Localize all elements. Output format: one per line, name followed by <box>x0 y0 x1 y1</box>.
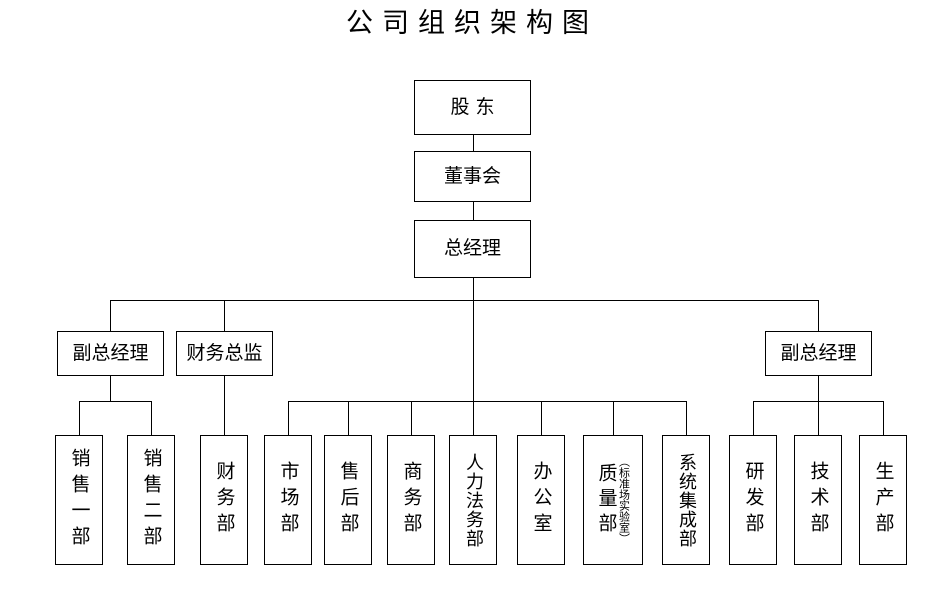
node-sales-dept-2[interactable]: 销售二部 <box>127 435 175 565</box>
node-hr-legal-dept-label: 人力法务部 <box>463 452 484 548</box>
connector-vgm-left-trunk <box>110 376 111 402</box>
node-hr-legal-dept[interactable]: 人力法务部 <box>449 435 497 565</box>
bus-executive-level <box>110 300 819 301</box>
connector-bus-to-vgm-left <box>110 300 111 331</box>
node-deputy-gm-right[interactable]: 副总经理 <box>765 331 872 376</box>
connector-bus-to-business <box>411 401 412 435</box>
node-technology-dept[interactable]: 技术部 <box>794 435 842 565</box>
node-rnd-dept-label: 研发部 <box>742 461 765 539</box>
connector-bus-to-production <box>883 401 884 435</box>
connector-cfo-to-finance <box>224 376 225 435</box>
node-quality-dept-label: 质量部 <box>595 462 618 538</box>
bus-central-departments <box>288 401 686 402</box>
bus-sales-departments <box>79 401 151 402</box>
node-office-label: 办公室 <box>530 461 553 539</box>
node-marketing-dept-label: 市场部 <box>277 461 300 539</box>
connector-bus-to-technology <box>818 401 819 435</box>
node-sales-dept-1[interactable]: 销售一部 <box>55 435 103 565</box>
node-cfo-label: 财务总监 <box>186 341 263 364</box>
node-deputy-gm-left-label: 副总经理 <box>72 341 149 364</box>
node-business-dept[interactable]: 商务部 <box>387 435 435 565</box>
node-cfo[interactable]: 财务总监 <box>176 331 273 376</box>
connector-bus-to-vgm-right <box>818 300 819 331</box>
node-quality-dept[interactable]: （标准场实验室） 质量部 <box>583 435 643 565</box>
node-general-manager[interactable]: 总经理 <box>414 220 531 278</box>
connector-bus-to-quality <box>613 401 614 435</box>
node-rnd-dept[interactable]: 研发部 <box>729 435 777 565</box>
connector-bus-to-office <box>541 401 542 435</box>
node-finance-dept-label: 财务部 <box>213 461 236 539</box>
connector-bus-to-rnd <box>753 401 754 435</box>
connector-bus-to-marketing <box>288 401 289 435</box>
node-board-label: 董事会 <box>443 164 501 187</box>
connector-bus-to-sales-2 <box>151 401 152 435</box>
node-after-sales-dept[interactable]: 售后部 <box>324 435 372 565</box>
node-business-dept-label: 商务部 <box>400 461 423 539</box>
node-finance-dept[interactable]: 财务部 <box>200 435 248 565</box>
connector-shareholders-board <box>473 135 474 151</box>
node-quality-dept-sublabel: （标准场实验室） <box>617 456 631 544</box>
node-production-dept[interactable]: 生产部 <box>859 435 907 565</box>
node-office[interactable]: 办公室 <box>517 435 565 565</box>
node-deputy-gm-left[interactable]: 副总经理 <box>57 331 164 376</box>
connector-vgm-right-trunk <box>818 376 819 402</box>
node-production-dept-label: 生产部 <box>872 461 895 539</box>
connector-board-gm <box>473 202 474 220</box>
connector-bus-to-after-sales <box>348 401 349 435</box>
node-sales-dept-2-label: 销售二部 <box>140 448 163 552</box>
connector-bus-to-system-integration <box>686 401 687 435</box>
node-board[interactable]: 董事会 <box>414 151 531 202</box>
node-marketing-dept[interactable]: 市场部 <box>264 435 312 565</box>
node-system-integration-dept[interactable]: 系统集成部 <box>662 435 710 565</box>
node-after-sales-dept-label: 售后部 <box>337 461 360 539</box>
connector-bus-to-sales-1 <box>79 401 80 435</box>
node-general-manager-label: 总经理 <box>443 237 501 260</box>
node-deputy-gm-right-label: 副总经理 <box>780 341 857 364</box>
node-technology-dept-label: 技术部 <box>807 461 830 539</box>
node-shareholders[interactable]: 股 东 <box>414 80 531 135</box>
node-sales-dept-1-label: 销售一部 <box>68 448 91 552</box>
connector-gm-trunk <box>473 278 474 301</box>
connector-gm-to-department-bus <box>473 300 474 402</box>
node-system-integration-dept-label: 系统集成部 <box>676 452 697 548</box>
connector-bus-to-cfo <box>224 300 225 331</box>
node-shareholders-label: 股 东 <box>450 95 495 118</box>
page-title: 公司组织架构图 <box>346 8 598 39</box>
connector-bus-to-hr-legal <box>473 401 474 435</box>
